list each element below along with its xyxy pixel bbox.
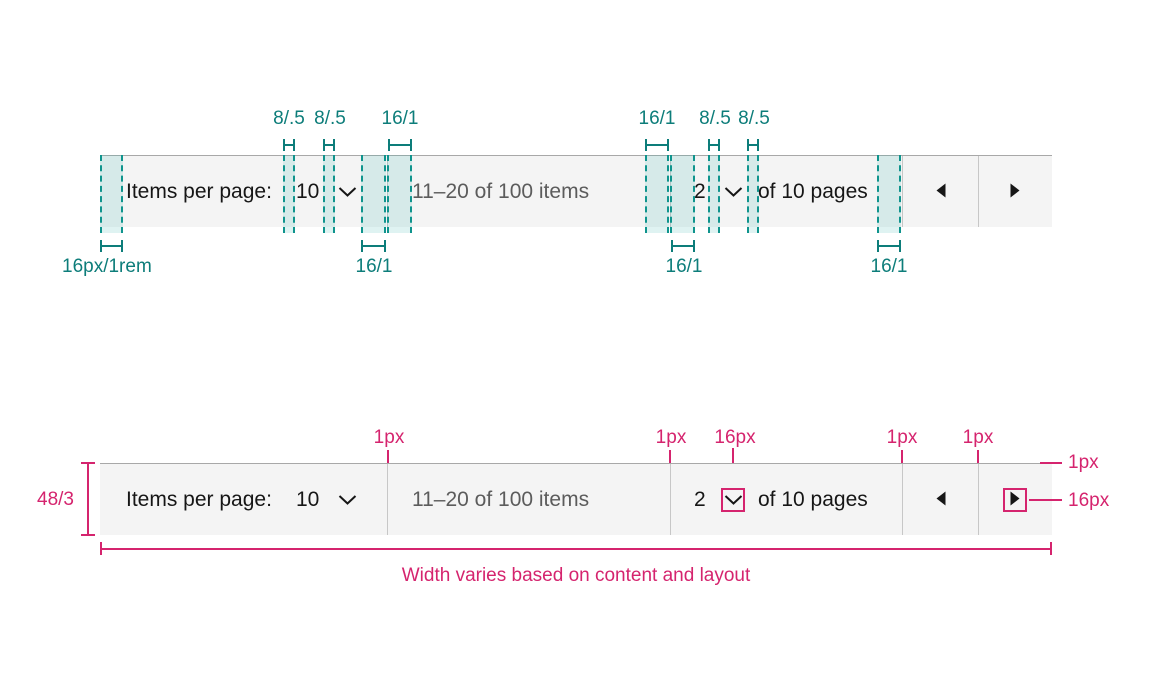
spacing-token-label: 16/1 — [665, 256, 703, 277]
measurement-bracket — [877, 240, 901, 252]
spacing-token-label: 16/1 — [381, 108, 419, 129]
divider-tick — [669, 450, 671, 464]
measurement-bracket — [388, 139, 412, 151]
section-divider — [902, 156, 903, 227]
dimension-label: 1px — [886, 427, 918, 448]
chevron-down-icon[interactable] — [721, 156, 745, 227]
measurement-bracket — [323, 139, 335, 151]
measurement-bracket — [361, 240, 386, 252]
section-divider — [978, 156, 979, 227]
previous-page-button[interactable] — [903, 156, 978, 227]
page-count-text: of 10 pages — [758, 179, 868, 203]
item-range-text: 11–20 of 100 items — [412, 179, 590, 203]
width-caption: Width varies based on content and layout — [401, 565, 751, 586]
section-divider — [902, 464, 903, 535]
width-measurement-line — [100, 542, 1052, 555]
spacing-token-label: 16/1 — [638, 108, 676, 129]
spacing-highlight-strip — [100, 155, 123, 233]
pagination-bar: Items per page: 10 11–20 of 100 items 2 … — [100, 463, 1052, 535]
chevron-down-icon[interactable] — [721, 464, 745, 535]
caret-right-icon — [1010, 183, 1021, 201]
spacing-highlight-strip — [283, 155, 295, 233]
spacing-highlight-strip — [323, 155, 335, 233]
spacing-token-label: 16px/1rem — [62, 256, 152, 277]
measurement-bracket — [671, 240, 695, 252]
previous-page-button[interactable] — [903, 464, 978, 535]
spacing-highlight-strip — [708, 155, 720, 233]
current-page-select[interactable]: 2 — [694, 487, 706, 511]
page-size-select[interactable]: 10 — [296, 179, 320, 203]
icon-highlight-box — [721, 488, 745, 512]
measurement-bracket — [645, 139, 669, 151]
current-page-select[interactable]: 2 — [694, 179, 706, 203]
next-page-button[interactable] — [979, 156, 1052, 227]
items-per-page-label: Items per page: — [126, 487, 272, 511]
chevron-down-icon[interactable] — [335, 156, 359, 227]
measurement-bracket — [747, 139, 759, 151]
height-token-label: 48/3 — [37, 489, 74, 510]
dimension-label: 1px — [1068, 452, 1099, 473]
spacing-highlight-strip — [645, 155, 669, 233]
spacing-highlight-strip — [747, 155, 759, 233]
page-size-select[interactable]: 10 — [296, 487, 320, 511]
spacing-highlight-strip — [877, 155, 901, 233]
divider-tick — [901, 450, 903, 464]
caret-left-icon — [935, 491, 946, 509]
section-divider — [670, 464, 671, 535]
dimension-label: 16px — [1068, 490, 1110, 511]
dimension-label: 16px — [714, 427, 756, 448]
icon-highlight-box — [1003, 488, 1027, 512]
chevron-down-icon[interactable] — [335, 464, 359, 535]
leader-line — [1040, 462, 1062, 464]
spacing-token-label: 8/.5 — [738, 108, 770, 129]
next-page-button[interactable] — [979, 464, 1052, 535]
caret-right-icon — [1010, 491, 1021, 509]
dimension-label: 1px — [962, 427, 994, 448]
spacing-token-label: 16/1 — [355, 256, 393, 277]
caret-left-icon — [935, 183, 946, 201]
pagination-bar: Items per page: 10 11–20 of 100 items 2 … — [100, 155, 1052, 227]
measurement-bracket — [283, 139, 295, 151]
measurement-bracket — [708, 139, 720, 151]
divider-tick — [387, 450, 389, 464]
spacing-token-label: 16/1 — [870, 256, 908, 277]
section-divider — [978, 464, 979, 535]
spacing-token-label: 8/.5 — [699, 108, 731, 129]
measurement-bracket — [100, 240, 123, 252]
items-per-page-label: Items per page: — [126, 179, 272, 203]
section-divider — [387, 464, 388, 535]
item-range-text: 11–20 of 100 items — [412, 487, 590, 511]
spacing-highlight-strip — [387, 155, 412, 233]
spacing-token-label: 8/.5 — [273, 108, 305, 129]
page-count-text: of 10 pages — [758, 487, 868, 511]
dimension-label: 1px — [655, 427, 687, 448]
height-measurement-bracket — [81, 462, 95, 536]
spacing-token-label: 8/.5 — [314, 108, 346, 129]
spacing-highlight-strip — [361, 155, 386, 233]
spacing-highlight-strip — [670, 155, 695, 233]
leader-line — [1029, 499, 1062, 501]
dimension-label: 1px — [373, 427, 405, 448]
divider-tick — [977, 450, 979, 464]
